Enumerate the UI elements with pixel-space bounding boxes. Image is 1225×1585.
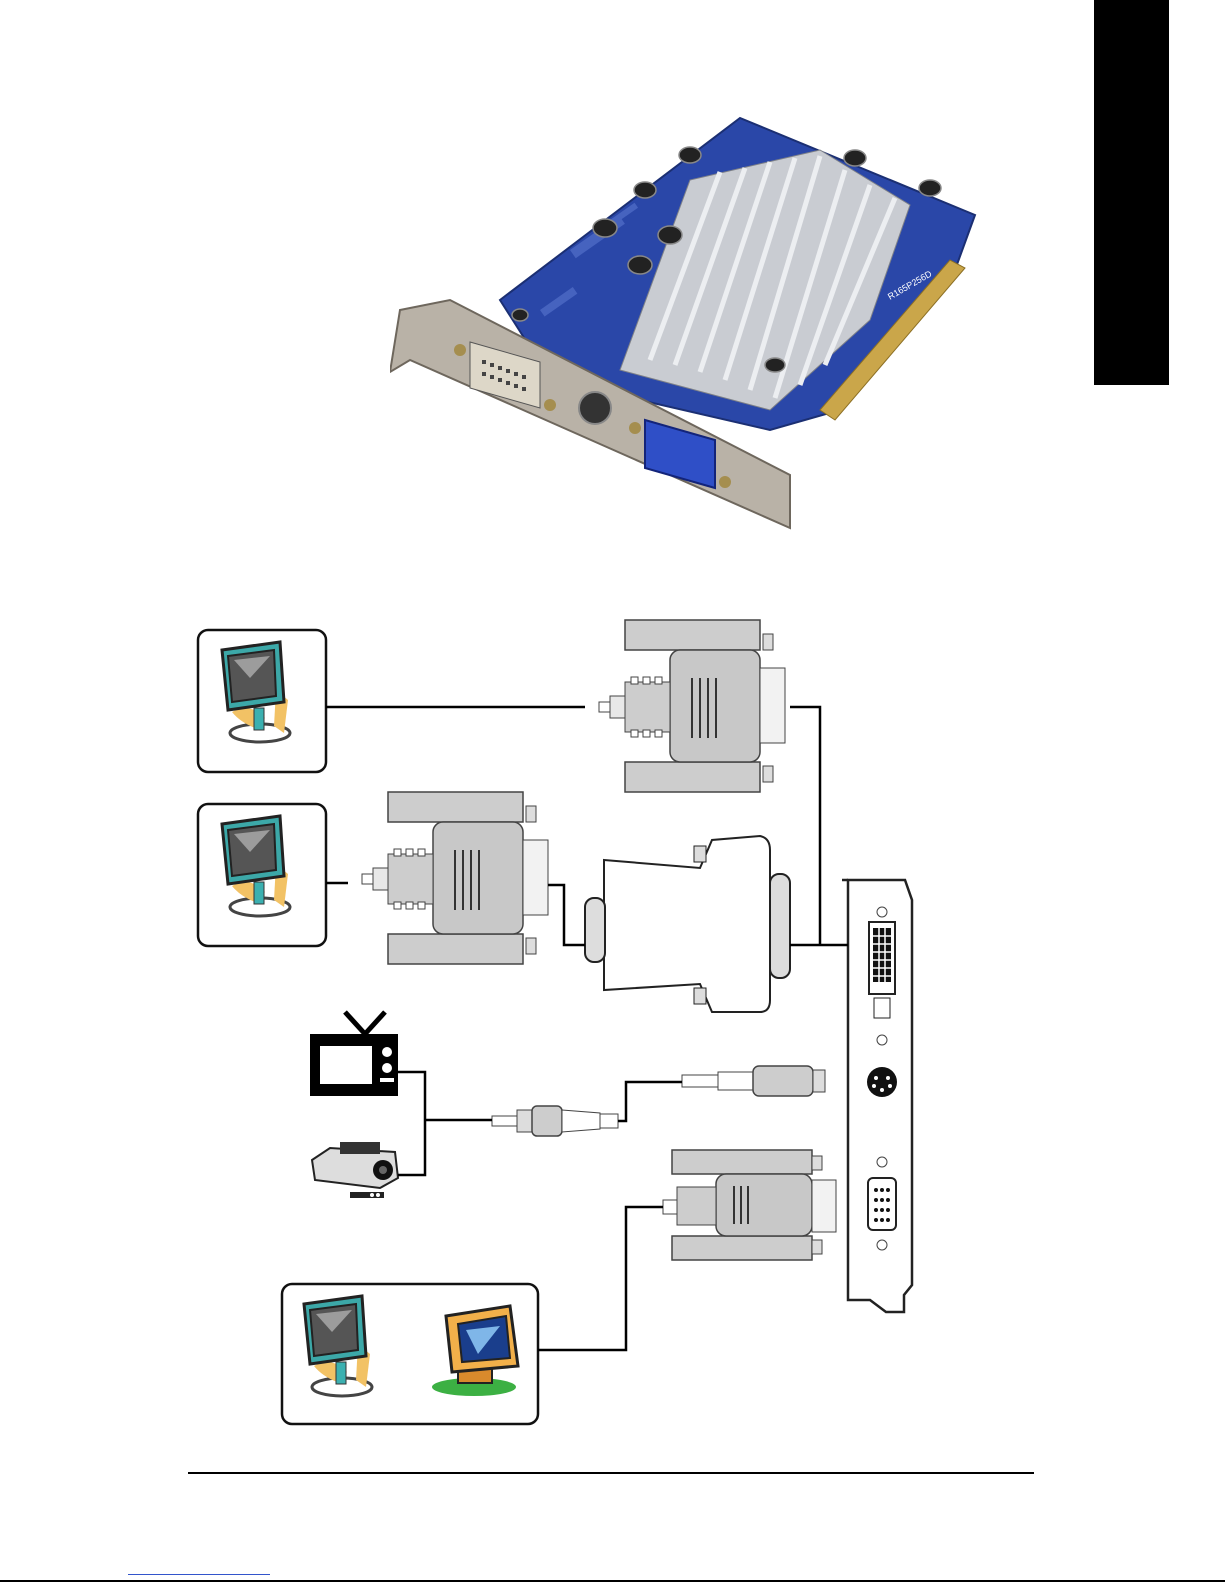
dvi-vga-adapter-icon [585, 836, 790, 1012]
dvi-connector-icon [362, 792, 548, 964]
av-connector-icon [492, 1106, 618, 1136]
dvi-connector-icon [599, 620, 785, 792]
page-rule [188, 1472, 1034, 1474]
footer-link-underline [128, 1574, 270, 1575]
card-bracket-diagram [842, 880, 912, 1312]
s-video-connector-icon [682, 1066, 825, 1096]
footer-rule [0, 1580, 1225, 1582]
projector-icon [312, 1142, 398, 1198]
s-video-port [867, 1067, 897, 1097]
vga-connector-icon [663, 1150, 836, 1260]
tv-icon [310, 1012, 398, 1096]
